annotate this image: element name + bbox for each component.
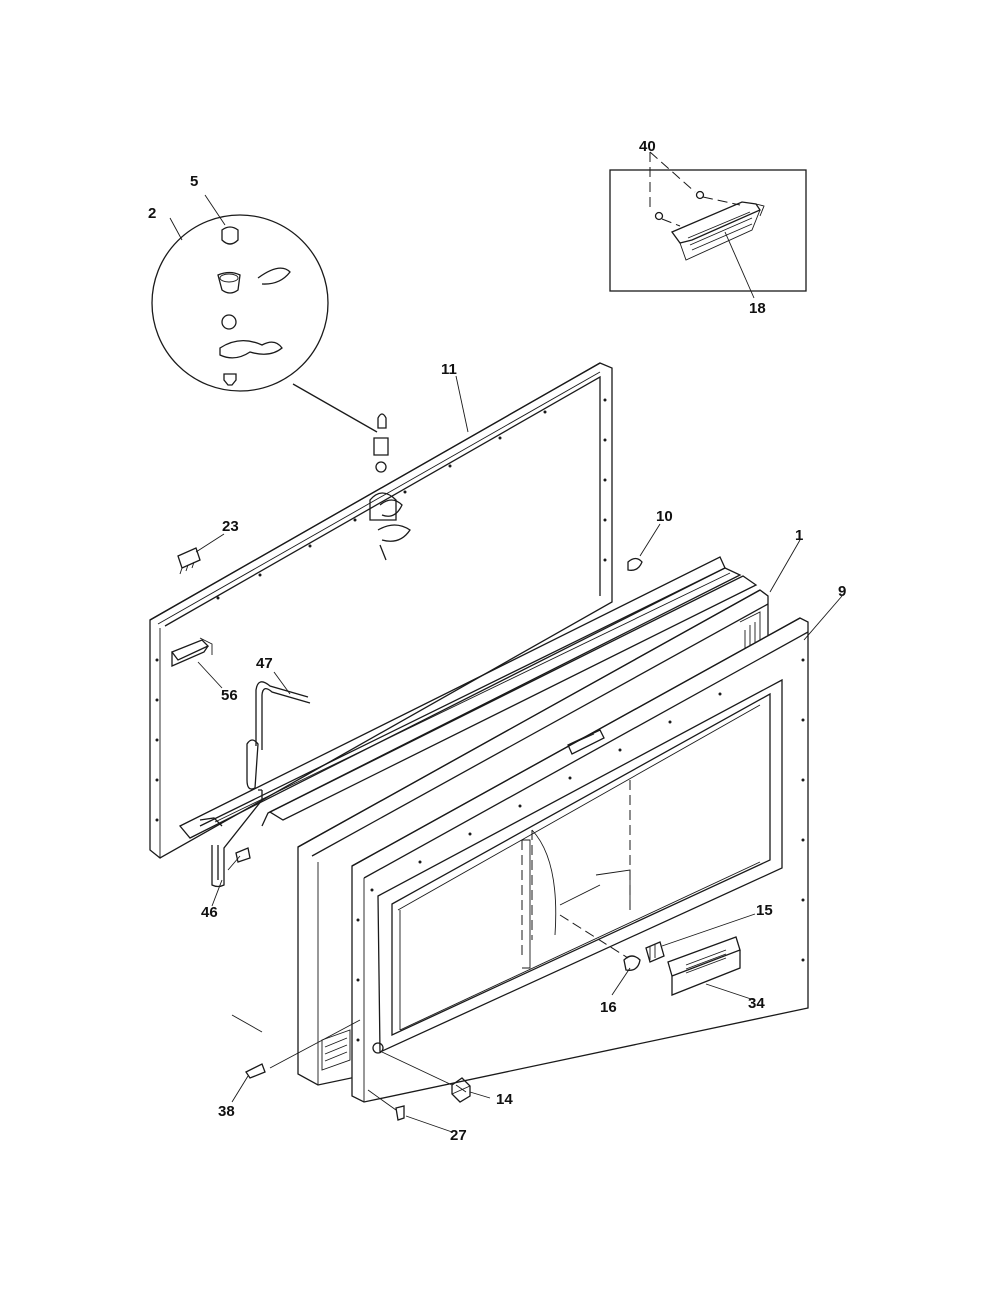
callout-10: 10 bbox=[656, 508, 673, 525]
part-56-bracket bbox=[170, 637, 213, 667]
callout-16: 16 bbox=[600, 999, 617, 1016]
callout-2: 2 bbox=[148, 205, 156, 222]
part-14-knob bbox=[381, 1051, 471, 1103]
part-15-16-latch bbox=[559, 914, 665, 971]
callout-47: 47 bbox=[256, 655, 273, 672]
callout-34: 34 bbox=[748, 995, 765, 1012]
callout-5: 5 bbox=[190, 173, 198, 190]
callout-46: 46 bbox=[201, 904, 218, 921]
callout-1: 1 bbox=[795, 527, 803, 544]
callout-18: 18 bbox=[749, 300, 766, 317]
part-38-rod bbox=[231, 1014, 361, 1079]
part-47-rod bbox=[246, 681, 311, 790]
seal-strip bbox=[178, 556, 758, 839]
part-40-screws bbox=[649, 151, 741, 227]
hinge-assembly bbox=[369, 413, 411, 561]
part-18-handle bbox=[670, 201, 765, 261]
callout-27: 27 bbox=[450, 1127, 467, 1144]
hinge-detail-circle bbox=[151, 194, 378, 433]
callout-14: 14 bbox=[496, 1091, 513, 1108]
leader-lines bbox=[195, 375, 843, 1133]
inset-box bbox=[609, 151, 807, 299]
callout-9: 9 bbox=[838, 583, 846, 600]
callout-40: 40 bbox=[639, 138, 656, 155]
callout-15: 15 bbox=[756, 902, 773, 919]
callout-labels: 40 18 5 2 11 23 10 1 9 47 56 46 15 16 34… bbox=[148, 138, 846, 1144]
callout-38: 38 bbox=[218, 1103, 235, 1120]
part-34-grill bbox=[667, 936, 741, 996]
part-23-clip bbox=[177, 547, 201, 575]
part-10 bbox=[627, 557, 643, 571]
callout-23: 23 bbox=[222, 518, 239, 535]
part-9-door bbox=[351, 617, 809, 1103]
callout-56: 56 bbox=[221, 687, 238, 704]
part-46-rod bbox=[199, 789, 263, 888]
part-11-frame bbox=[149, 362, 613, 859]
callout-11: 11 bbox=[441, 361, 457, 378]
part-5-pin bbox=[221, 226, 239, 245]
part-27-screw bbox=[367, 1089, 405, 1121]
